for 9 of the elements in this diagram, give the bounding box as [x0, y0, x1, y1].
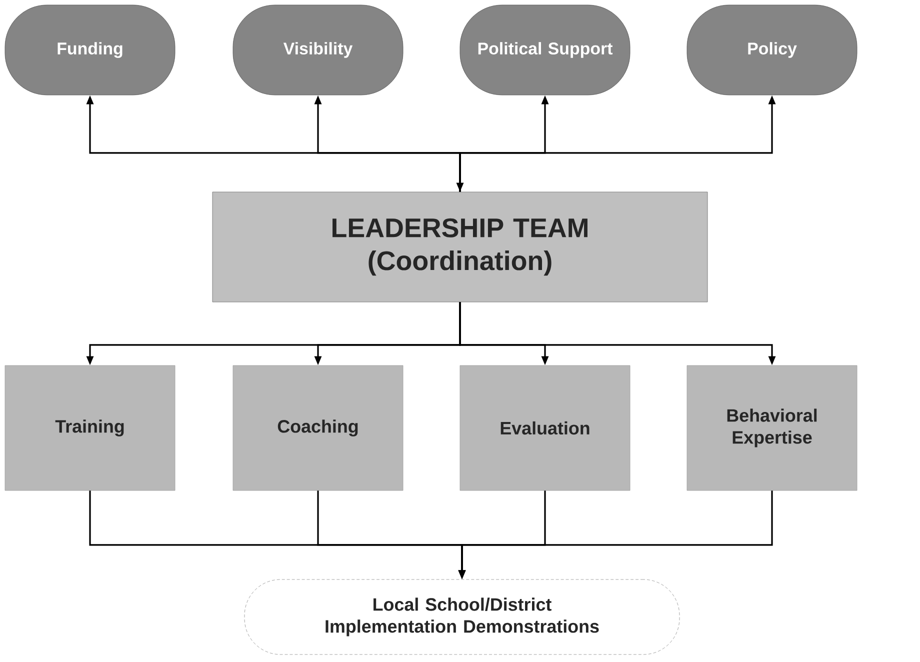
pill-node: Funding	[4, 4, 176, 96]
pill-node: Visibility	[232, 4, 404, 96]
process-box: Behavioral Expertise	[686, 365, 858, 491]
pill-node: Political Support	[460, 4, 630, 96]
process-box: Training	[4, 365, 176, 491]
pill-node: Policy	[686, 4, 858, 96]
process-box: Coaching	[232, 365, 404, 491]
leadership-box: LEADERSHIP TEAM (Coordination)	[212, 192, 708, 302]
process-box: Evaluation	[460, 365, 630, 491]
